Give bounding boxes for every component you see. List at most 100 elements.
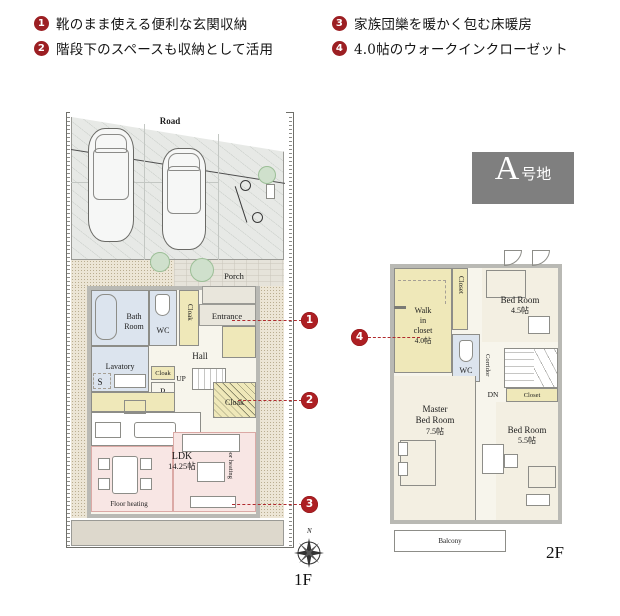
walk-in-closet <box>394 268 452 373</box>
wic-line3: closet <box>413 326 433 335</box>
bath-room-line2: Room <box>124 321 144 331</box>
feature-item-4: 4 4.0帖のウォークインクローゼット <box>332 38 568 58</box>
feature-list: 1 靴のまま使える便利な玄関収納 2 階段下のスペースも収納として活用 3 家族… <box>0 0 620 70</box>
cloak-hall <box>151 366 175 380</box>
car-cabin <box>93 148 129 200</box>
nightstand-icon <box>398 442 408 456</box>
feature-number-icon: 3 <box>332 15 347 31</box>
bicycle-wheel <box>240 180 251 191</box>
stair-winder <box>534 348 558 388</box>
master-bed-line1: Master <box>422 404 448 414</box>
feature-text: 階段下のスペースも収納として活用 <box>56 42 274 58</box>
callout-1-leader <box>232 320 302 321</box>
floor-heating-right-label: Floor heating <box>227 444 234 479</box>
wic-size: 4.0帖 <box>414 336 432 345</box>
walk-in-closet-hanger <box>398 280 446 304</box>
dining-chair <box>98 478 110 490</box>
balcony-label: Balcony <box>438 537 462 545</box>
tree-icon <box>258 166 276 184</box>
floor-1f-label: 1F <box>294 570 312 589</box>
callout-3-leader <box>232 504 302 505</box>
parking-divider-3 <box>71 182 219 183</box>
tree-icon <box>190 258 214 282</box>
exterior-wall-2f <box>390 520 562 524</box>
feature-text: 靴のまま使える便利な玄関収納 <box>56 17 248 33</box>
feature-number-icon: 2 <box>34 40 49 56</box>
floor-plan-2f: Walk in closet 4.0帖 Closet Bed Room 4.5帖… <box>386 250 576 558</box>
up-label: UP <box>176 374 186 383</box>
feature-item-2: 2 階段下のスペースも収納として活用 <box>34 38 273 58</box>
balcony <box>394 530 506 552</box>
chair-icon <box>504 454 518 468</box>
plot-badge: A 号地 <box>472 152 574 204</box>
nightstand-icon <box>398 462 408 476</box>
plot-letter: A <box>494 150 520 187</box>
tv-unit <box>190 496 236 508</box>
porch-label: Porch <box>224 271 244 281</box>
dining-chair <box>98 458 110 470</box>
wc-2f-label: WC <box>459 366 473 375</box>
ldk-label-block: LDK 14.25帖 <box>158 452 206 471</box>
side-gravel-right <box>260 286 284 518</box>
callout-2-marker[interactable]: 2 <box>301 392 318 409</box>
closet-right <box>506 388 558 402</box>
bed-room-5-5-name: Bed Room <box>507 425 547 435</box>
callout-1-marker[interactable]: 1 <box>301 312 318 329</box>
closet-top-label: Closet <box>457 276 465 294</box>
bed-room-5-5-size: 5.5帖 <box>518 435 536 445</box>
desk-icon <box>482 444 504 474</box>
s-room-label: S <box>97 377 103 387</box>
bathtub <box>95 294 117 340</box>
exterior-wall-2f <box>558 264 562 524</box>
car-cabin <box>167 166 201 214</box>
toilet-icon <box>155 294 170 316</box>
dn-label: DN <box>487 390 499 399</box>
bath-room-line1: Bath <box>126 312 142 321</box>
stair-treads-2f <box>504 348 534 388</box>
porch-area <box>202 286 256 304</box>
plot-suffix: 号地 <box>521 165 552 183</box>
feature-number-icon: 4 <box>332 40 347 56</box>
dining-chair <box>140 458 152 470</box>
exterior-wall <box>87 286 91 518</box>
car-windshield <box>168 153 200 171</box>
cloak-entrance-label: Cloak <box>186 304 194 321</box>
tree-icon <box>150 252 170 272</box>
meter-box <box>266 184 275 199</box>
sofa <box>182 434 240 452</box>
bed-room-4-5-size: 4.5帖 <box>511 305 529 315</box>
bed-room-5-5-label: Bed Room 5.5帖 <box>492 425 562 445</box>
desk-icon <box>528 316 550 334</box>
parking-divider-2 <box>218 134 219 260</box>
hall-label: Hall <box>192 351 208 361</box>
exterior-wall <box>256 286 260 518</box>
entrance-label: Entrance <box>211 311 243 321</box>
compass-north-label: N <box>307 527 312 535</box>
feature-item-3: 3 家族団欒を暖かく包む床暖房 <box>332 13 532 33</box>
compass-rose: N <box>292 527 326 570</box>
bed-icon <box>528 466 556 488</box>
feature-text: 家族団欒を暖かく包む床暖房 <box>354 17 533 33</box>
master-bed-size: 7.5帖 <box>426 427 444 436</box>
dining-chair <box>140 478 152 490</box>
wic-line2: in <box>419 316 427 325</box>
site-scale-left <box>67 114 70 546</box>
entrance-closet-strip <box>222 326 256 358</box>
cloak-entrance <box>179 290 199 346</box>
side-gravel-left <box>71 286 87 518</box>
callout-4-leader <box>368 337 420 338</box>
cloak-under-stairs-label: Cloak <box>224 398 245 407</box>
cloak-hall-label: Cloak <box>155 370 171 377</box>
ldk-size: 14.25帖 <box>168 460 196 471</box>
wc-1f-label: WC <box>156 326 170 335</box>
ldk-label: LDK <box>171 451 193 462</box>
bed-room-4-5-label: Bed Room 4.5帖 <box>480 295 560 315</box>
refrigerator <box>124 400 146 414</box>
compass-icon <box>294 538 324 568</box>
callout-4-marker[interactable]: 4 <box>351 329 368 346</box>
master-bed-room-label: Master Bed Room 7.5帖 <box>394 404 476 437</box>
bed-icon <box>486 270 526 298</box>
car-windshield <box>95 134 127 153</box>
callout-3-marker[interactable]: 3 <box>301 496 318 513</box>
closet-top <box>452 268 468 330</box>
